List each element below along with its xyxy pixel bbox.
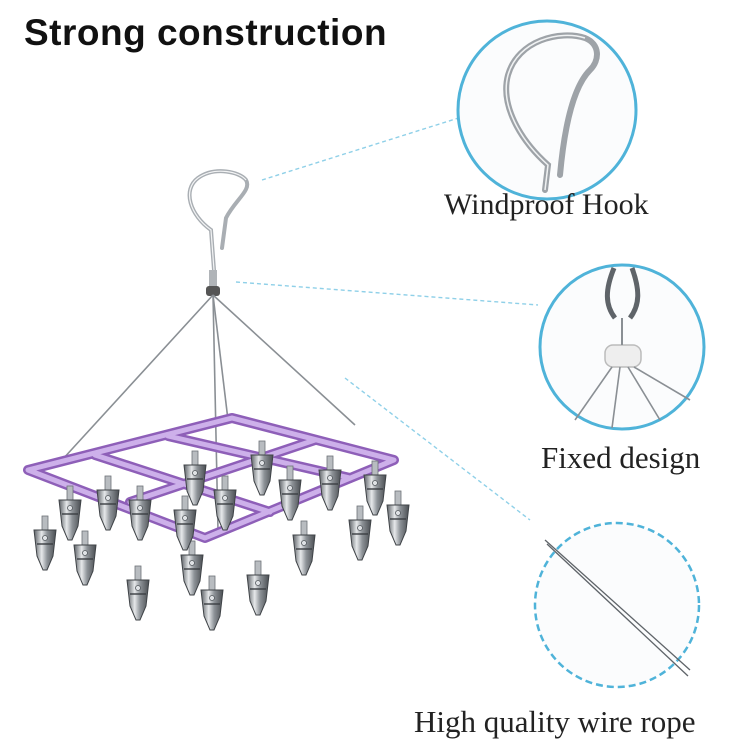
hanger-hook-icon bbox=[187, 169, 250, 296]
feature-label-wire-rope: High quality wire rope bbox=[414, 704, 696, 739]
wire-rope-closeup-icon bbox=[533, 521, 701, 689]
connector-closeup-icon bbox=[538, 263, 706, 431]
leader-lines bbox=[235, 114, 539, 521]
page-title: Strong construction bbox=[24, 12, 388, 53]
feature-label-fixed: Fixed design bbox=[541, 440, 701, 475]
hook-closeup-icon bbox=[456, 19, 638, 201]
feature-label-hook: Windproof Hook bbox=[444, 188, 649, 221]
